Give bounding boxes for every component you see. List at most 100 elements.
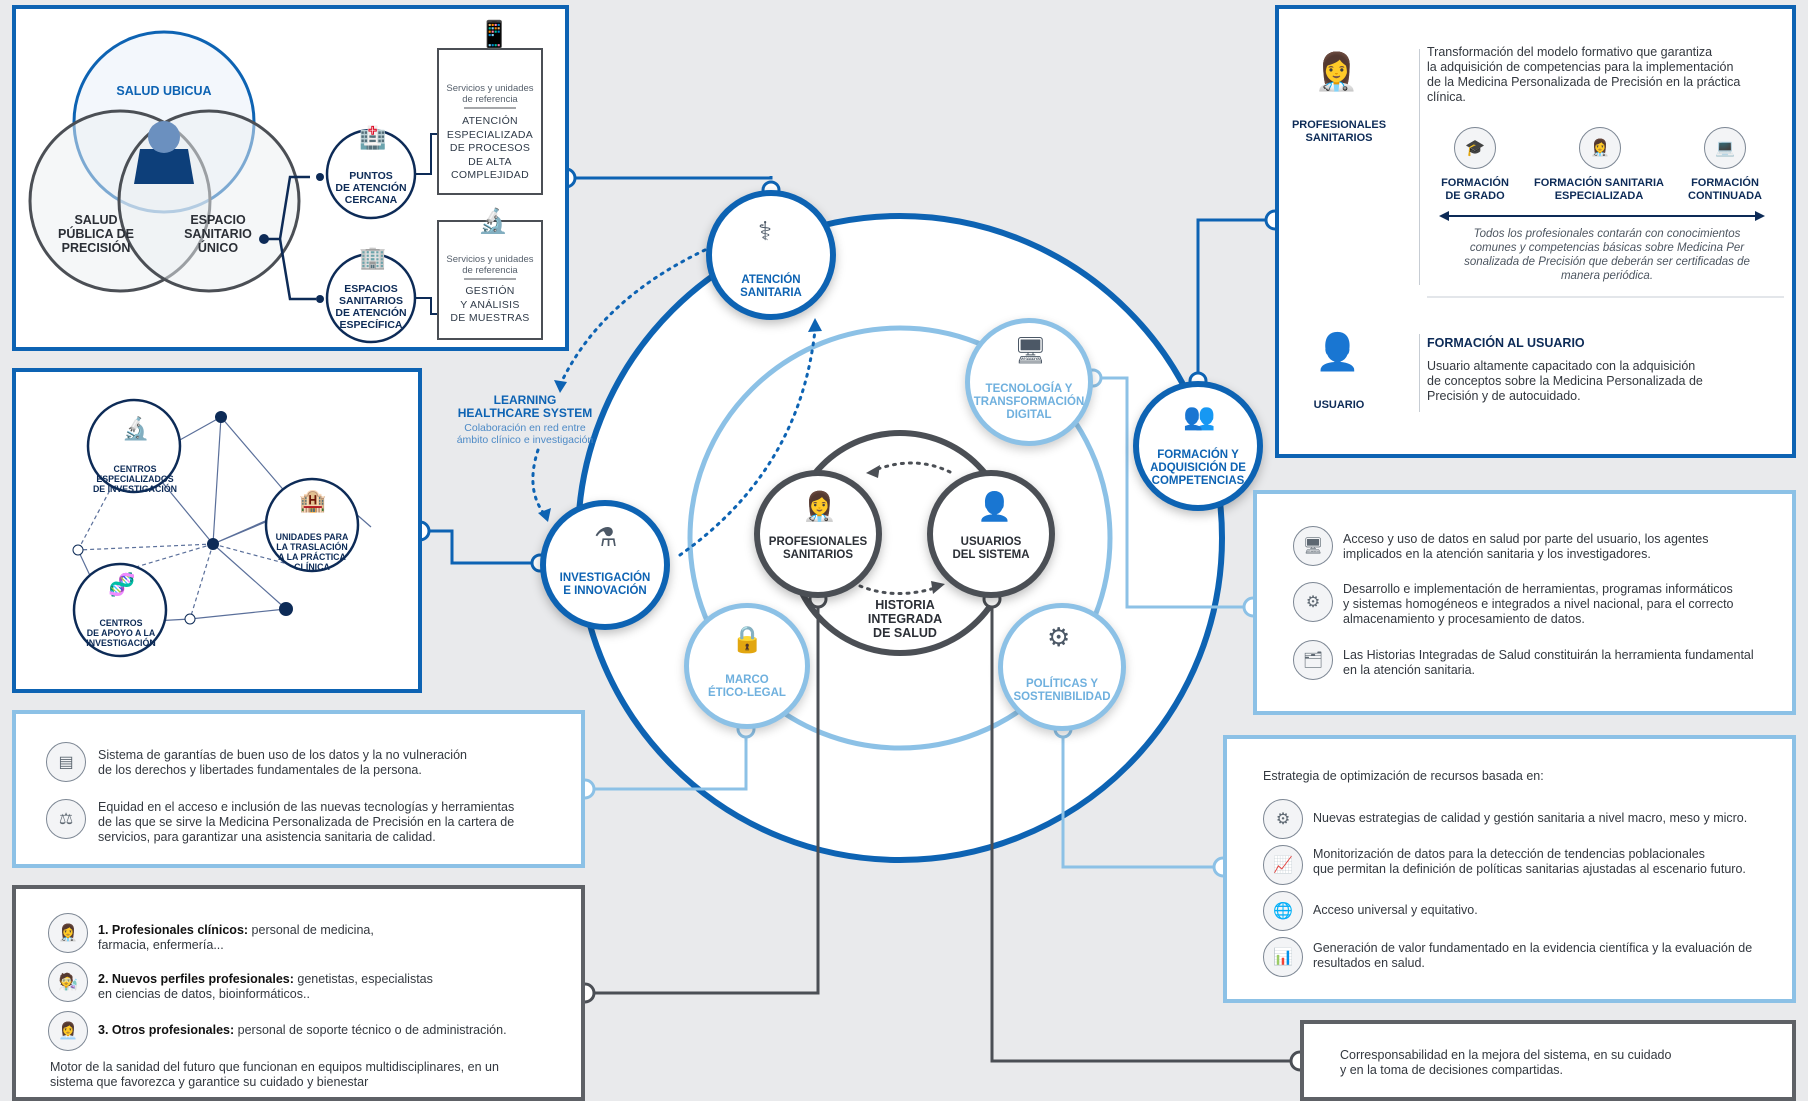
profesionales-label: PROFESIONALES SANITARIOS (768, 536, 868, 561)
specialist-icon: 👩‍⚕️ (1579, 127, 1621, 169)
espacio-sanitario-label: ESPACIO SANITARIO ÚNICO (184, 213, 252, 255)
politicas-item-4: Generación de valor fundamentado en la e… (1313, 941, 1753, 970)
document-lock-icon: 🔒 (731, 624, 764, 654)
prof-item-2-text: genetistas, especialistas en ciencias de… (98, 972, 433, 1001)
globe-icon: 🌐 (1263, 891, 1303, 931)
geneticist-avatar-icon: 🧑‍🔬 (48, 962, 88, 1002)
politicas-item-1: Nuevas estrategias de calidad y gestión … (1313, 811, 1748, 825)
salud-publica-label: SALUD PÚBLICA DE PRECISIÓN (58, 213, 134, 255)
vertical-divider (1419, 49, 1420, 285)
prof-item-3-text: personal de soporte técnico o de adminis… (234, 1023, 507, 1037)
espacios-label: ESPACIOS SANITARIOS DE ATENCIÓN ESPECÍFI… (335, 283, 407, 331)
microscope-icon: ⚗ (594, 522, 618, 552)
people-network-icon: ⚙ (1047, 622, 1071, 652)
atencion-label: ATENCIÓN SANITARIA (740, 274, 802, 299)
prof-item-1: 1. Profesionales clínicos: personal de m… (98, 923, 578, 953)
monitor-data-icon: 🖥 (1293, 526, 1333, 566)
tech-item-2: Desarrollo e implementación de herramien… (1343, 582, 1734, 626)
formacion-prof-label: PROFESIONALES SANITARIOS (1291, 119, 1387, 144)
document-check-icon: ▤ (46, 742, 86, 782)
graduate-icon: 🎓 (1454, 127, 1496, 169)
doctor-icon: 👩‍⚕️ (802, 491, 837, 522)
computer-user-icon: 🖥 (1014, 335, 1048, 365)
formacion-especializada: FORMACIÓN SANITARIA ESPECIALIZADA (1534, 177, 1664, 202)
marco-label: MARCO ÉTICO-LEGAL (708, 674, 786, 699)
node-marco[interactable]: 🔒 MARCO ÉTICO-LEGAL (684, 603, 810, 729)
formacion-continuada: FORMACIÓN CONTINUADA (1688, 177, 1762, 202)
formacion-note: Todos los profesionales contarán con con… (1464, 228, 1750, 282)
doctor-avatar-icon: 👩‍⚕️ (48, 913, 88, 953)
teaching-icon: 👥 (1183, 401, 1216, 431)
formacion-grado: FORMACIÓN DE GRADO (1441, 177, 1509, 202)
prof-item-3-bold: 3. Otros profesionales: (98, 1023, 235, 1037)
unidades-label: UNIDADES PARA LA TRASLACIÓN A LA PRÁCTIC… (275, 532, 349, 572)
node-politicas[interactable]: ⚙ POLÍTICAS Y SOSTENIBILIDAD (998, 603, 1126, 731)
support-avatar-icon: 👩‍💼 (48, 1011, 88, 1051)
panel-usuarios: Corresponsabilidad en la mejora del sist… (1300, 1020, 1796, 1101)
prof-item-2-bold: 2. Nuevos perfiles profesionales: (98, 972, 294, 986)
box2-caption: Servicios y unidades de referencia (446, 254, 534, 276)
node-profesionales[interactable]: 👩‍⚕️ PROFESIONALES SANITARIOS (754, 470, 882, 598)
hospital-icon: 🏨 (299, 488, 327, 513)
user-outline-icon: 👤 (1315, 331, 1360, 372)
panel-formacion: 👩‍⚕️ PROFESIONALES SANITARIOS Transforma… (1275, 5, 1796, 458)
marco-item-2: Equidad en el acceso e inclusión de las … (98, 800, 515, 844)
scales-icon: ⚖ (46, 799, 86, 839)
continuing-icon: 💻 (1704, 127, 1746, 169)
politicas-intro: Estrategia de optimización de recursos b… (1263, 769, 1544, 783)
puntos-label: PUNTOS DE ATENCIÓN CERCANA (335, 170, 407, 206)
politicas-label: POLÍTICAS Y SOSTENIBILIDAD (1013, 678, 1111, 703)
box1-caption: Servicios y unidades de referencia (446, 83, 534, 105)
politicas-item-2: Monitorización de datos para la detecció… (1313, 847, 1746, 876)
tech-item-3: Las Historias Integradas de Salud consti… (1343, 648, 1754, 677)
settings-screen-icon: ⚙ (1293, 582, 1333, 622)
box2-text: GESTIÓN Y ANÁLISIS DE MUESTRAS (450, 285, 530, 324)
investigacion-label: INVESTIGACIÓN E INNOVACIÓN (559, 572, 651, 597)
venn-diagram (28, 30, 543, 344)
formacion-label: FORMACIÓN Y ADQUISICIÓN DE COMPETENCIAS (1150, 449, 1246, 487)
microscope-icon-2: 🔬 (122, 416, 150, 441)
centros-apoyo-label: CENTROS DE APOYO A LA INVESTIGACIÓN (86, 618, 156, 648)
formacion-intro: Transformación del modelo formativo que … (1427, 45, 1741, 104)
tablet-heart-icon: 📱 (478, 19, 511, 49)
analytics-icon: 📊 (1263, 937, 1303, 977)
usuario-text: Usuario altamente capacitado con la adqu… (1427, 359, 1703, 403)
prof-item-3: 3. Otros profesionales: personal de sopo… (98, 1023, 578, 1038)
dna-icon: 🧬 (108, 572, 136, 597)
panel-atencion: SALUD UBICUA SALUD PÚBLICA DE PRECISIÓN … (12, 5, 569, 351)
marco-item-1: Sistema de garantías de buen uso de los … (98, 748, 467, 777)
box1-text: ATENCIÓN ESPECIALIZADA DE PROCESOS DE AL… (446, 115, 534, 181)
usuarios-label: USUARIOS DEL SISTEMA (952, 536, 1030, 561)
prof-item-2: 2. Nuevos perfiles profesionales: geneti… (98, 972, 578, 1002)
gears-icon: ⚙ (1263, 799, 1303, 839)
microscope-small-icon: 🔬 (478, 208, 508, 235)
clinic-icon: 🏥 (359, 125, 387, 150)
tecnologia-label: TECNOLOGÍA Y TRANSFORMACIÓN DIGITAL (973, 383, 1085, 421)
trend-chart-icon: 📈 (1263, 845, 1303, 885)
centros-especializados-label: CENTROS ESPECIALIZADOS DE INVESTIGACIÓN (92, 464, 178, 494)
node-atencion-sanitaria[interactable]: ⚕ ATENCIÓN SANITARIA (706, 190, 836, 320)
node-formacion[interactable]: 👥 FORMACIÓN Y ADQUISICIÓN DE COMPETENCIA… (1133, 381, 1263, 511)
panel-profesionales: 👩‍⚕️ 1. Profesionales clínicos: personal… (12, 885, 585, 1101)
panel-politicas: Estrategia de optimización de recursos b… (1223, 735, 1796, 1003)
vertical-divider-2 (1419, 334, 1420, 412)
usuario-title: FORMACIÓN AL USUARIO (1427, 336, 1585, 350)
learning-title: LEARNING HEALTHCARE SYSTEM (457, 393, 593, 420)
usuario-label: USUARIO (1313, 399, 1365, 411)
panel-investigacion: 🔬 CENTROS ESPECIALIZADOS DE INVESTIGACIÓ… (12, 368, 422, 693)
learning-subtitle: Colaboración en red entre ámbito clínico… (456, 422, 594, 446)
user-icon: 👤 (977, 491, 1012, 522)
panel-marco: ▤ Sistema de garantías de buen uso de lo… (12, 710, 585, 868)
node-usuarios[interactable]: 👤 USUARIOS DEL SISTEMA (927, 470, 1055, 598)
politicas-item-3: Acceso universal y equitativo. (1313, 903, 1478, 917)
research-network (72, 398, 372, 658)
range-arrow (1427, 211, 1784, 298)
node-investigacion[interactable]: ⚗ INVESTIGACIÓN E INNOVACIÓN (540, 500, 670, 630)
historia-label: HISTORIA INTEGRADA DE SALUD (867, 598, 943, 640)
usuarios-text: Corresponsabilidad en la mejora del sist… (1340, 1048, 1672, 1077)
healthcare-icon: ⚕ (758, 216, 773, 246)
nurse-icon: 👩‍⚕️ (1314, 51, 1359, 92)
prof-motor-text: Motor de la sanidad del futuro que funci… (50, 1060, 499, 1089)
prof-item-1-bold: 1. Profesionales clínicos: (98, 923, 249, 937)
node-tecnologia[interactable]: 🖥 TECNOLOGÍA Y TRANSFORMACIÓN DIGITAL (965, 318, 1093, 446)
